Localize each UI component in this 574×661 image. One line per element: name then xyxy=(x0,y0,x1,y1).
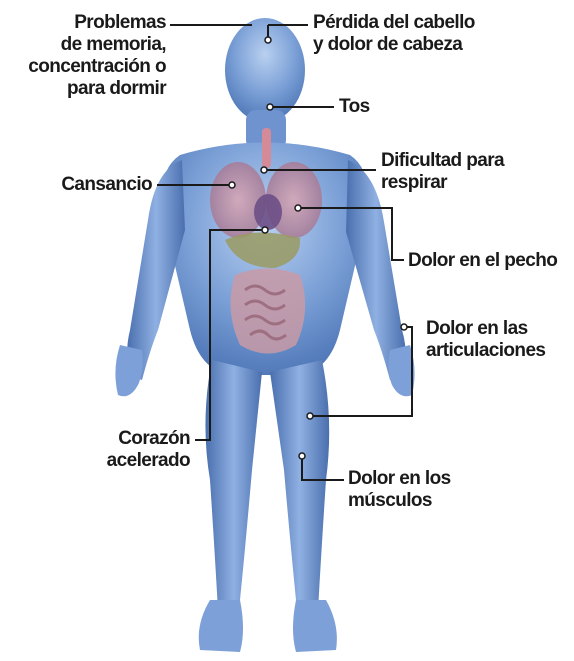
label-line: y dolor de cabeza xyxy=(313,34,475,56)
marker-pecho xyxy=(295,205,301,211)
label-perdida-cabello: Pérdida del cabello y dolor de cabeza xyxy=(313,12,475,56)
label-line: acelerado xyxy=(107,450,190,472)
label-line: músculos xyxy=(348,490,451,512)
left-hand xyxy=(115,345,142,396)
label-line: Dolor en los xyxy=(348,468,451,490)
label-line: Corazón xyxy=(107,428,190,450)
marker-cansancio xyxy=(229,182,235,188)
marker-articulaciones xyxy=(401,324,407,330)
intestines xyxy=(231,269,306,354)
label-cansancio: Cansancio xyxy=(61,174,152,196)
label-problemas-memoria: Problemas de memoria, concentración o pa… xyxy=(28,12,166,100)
label-dolor-musculos: Dolor en los músculos xyxy=(348,468,451,512)
marker-tos xyxy=(267,104,273,110)
label-line: Dificultad para xyxy=(381,150,504,172)
label-line: para dormir xyxy=(28,78,166,100)
label-tos: Tos xyxy=(339,96,370,118)
label-line: de memoria, xyxy=(28,34,166,56)
label-line: concentración o xyxy=(28,56,166,78)
marker-corazon xyxy=(262,227,268,233)
right-hand xyxy=(388,345,414,396)
right-foot xyxy=(293,600,337,652)
left-foot xyxy=(199,600,243,652)
label-line: Problemas xyxy=(28,12,166,34)
marker-musculos-leg xyxy=(307,413,313,419)
left-leg xyxy=(205,360,262,610)
label-line: Dolor en las xyxy=(426,318,545,340)
label-line: articulaciones xyxy=(426,340,545,362)
label-line: Pérdida del cabello xyxy=(313,12,475,34)
marker-respirar xyxy=(261,167,267,173)
trachea xyxy=(262,128,271,168)
label-line: Cansancio xyxy=(61,174,152,196)
label-line: respirar xyxy=(381,172,504,194)
label-dolor-pecho: Dolor en el pecho xyxy=(408,250,557,272)
label-dolor-articulaciones: Dolor en las articulaciones xyxy=(426,318,545,362)
label-corazon-acelerado: Corazón acelerado xyxy=(107,428,190,472)
marker-musculos xyxy=(299,453,305,459)
label-line: Tos xyxy=(339,96,370,118)
marker-cabello xyxy=(265,37,271,43)
label-line: Dolor en el pecho xyxy=(408,250,557,272)
label-dificultad-respirar: Dificultad para respirar xyxy=(381,150,504,194)
heart xyxy=(254,194,282,230)
right-leg xyxy=(270,360,329,610)
